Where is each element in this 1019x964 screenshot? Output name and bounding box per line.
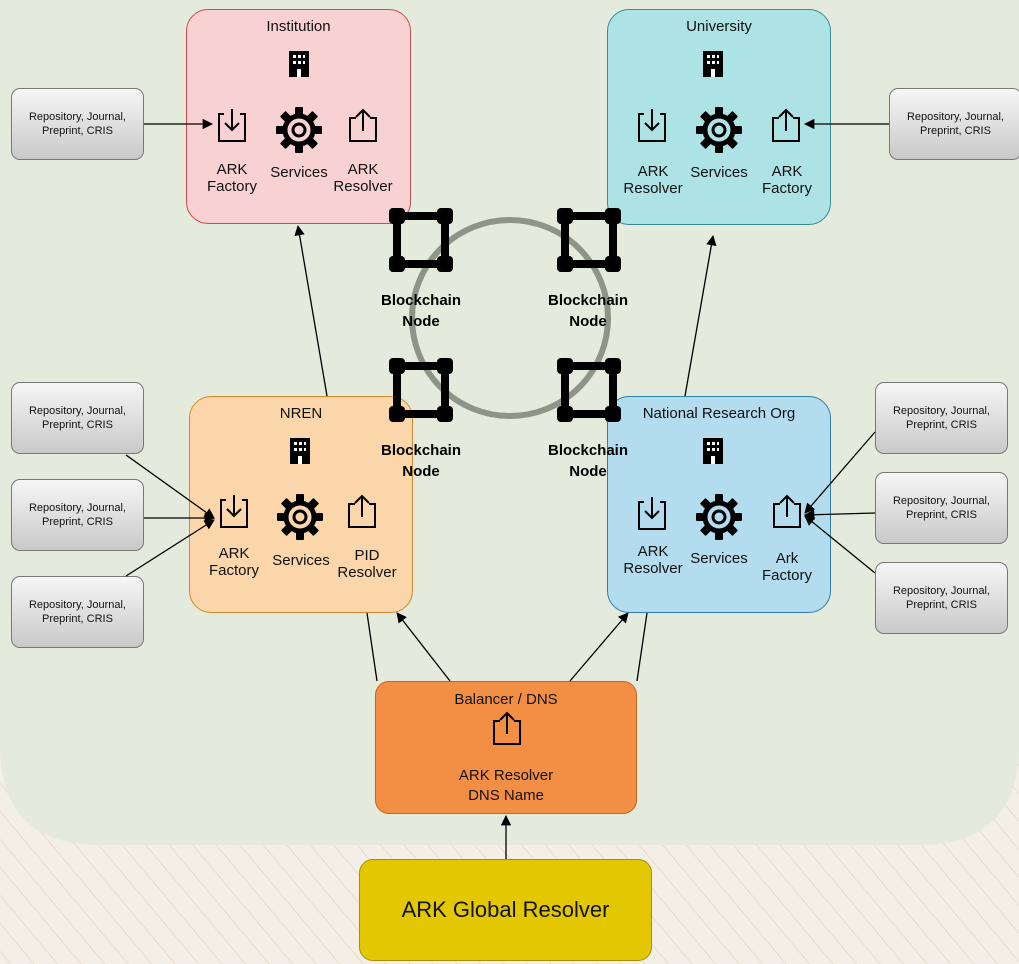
source-label: Repository, Journal, Preprint, CRIS (892, 495, 990, 521)
download-icon (638, 109, 666, 142)
blockchain-node-icon (389, 208, 453, 272)
nro-services-label: Services (690, 550, 748, 567)
blockchain-node-label: Blockchain Node (547, 292, 629, 330)
nren-title: NREN (279, 405, 323, 422)
institution-ark-factory-label: ARK Factory (206, 161, 257, 195)
gear-icon (277, 494, 323, 540)
nren-pid-resolver-label: PID Resolver (337, 547, 397, 581)
source-box-nren-3: Repository, Journal, Preprint, CRIS (11, 576, 144, 648)
blockchain-node-label: Blockchain Node (380, 442, 462, 480)
source-box-university: Repository, Journal, Preprint, CRIS (889, 88, 1019, 160)
upload-icon (493, 711, 521, 745)
upload-icon (349, 108, 377, 142)
institution-title: Institution (266, 18, 331, 35)
source-box-nro-1: Repository, Journal, Preprint, CRIS (875, 382, 1008, 454)
upload-icon (773, 494, 801, 528)
gear-icon (696, 107, 742, 153)
download-icon (218, 109, 246, 142)
source-box-nro-2: Repository, Journal, Preprint, CRIS (875, 472, 1008, 544)
building-icon (290, 438, 310, 464)
nren-box: NREN ARK Factory Services PID Resolver (189, 396, 413, 613)
building-icon (703, 438, 723, 464)
institution-ark-resolver-label: ARK Resolver (333, 161, 393, 195)
upload-icon (348, 494, 376, 528)
balancer-title: Balancer / DNS (454, 691, 558, 708)
national-research-org-box: National Research Org ARK Resolver Servi… (607, 396, 831, 613)
source-label: Repository, Journal, Preprint, CRIS (906, 111, 1004, 137)
blockchain-node-icon (389, 358, 453, 422)
ark-global-resolver-label: ARK Global Resolver (401, 897, 610, 922)
source-box-nren-2: Repository, Journal, Preprint, CRIS (11, 479, 144, 551)
balancer-ark-resolver-label: ARK Resolver DNS Name (458, 767, 554, 804)
university-box: University ARK Resolver Services ARK Fac… (607, 9, 831, 225)
university-title: University (686, 18, 752, 35)
building-icon (703, 51, 723, 77)
gear-icon (276, 107, 322, 153)
institution-services-label: Services (270, 164, 328, 181)
source-label: Repository, Journal, Preprint, CRIS (28, 502, 126, 528)
ark-global-resolver-box: ARK Global Resolver (359, 859, 652, 961)
source-label: Repository, Journal, Preprint, CRIS (28, 111, 126, 137)
balancer-dns-box: Balancer / DNS ARK Resolver DNS Name (375, 681, 637, 814)
nro-ark-factory-label: Ark Factory (761, 550, 812, 584)
upload-icon (772, 108, 800, 142)
university-ark-resolver-label: ARK Resolver (623, 163, 683, 197)
nren-services-label: Services (272, 552, 330, 569)
nro-title: National Research Org (642, 405, 796, 422)
gear-icon (696, 494, 742, 540)
university-services-label: Services (690, 164, 748, 181)
blockchain-node-label: Blockchain Node (380, 292, 462, 330)
download-icon (220, 495, 248, 528)
blockchain-node-label: Blockchain Node (547, 442, 629, 480)
download-icon (638, 497, 666, 530)
source-label: Repository, Journal, Preprint, CRIS (28, 599, 126, 625)
building-icon (289, 51, 309, 77)
source-label: Repository, Journal, Preprint, CRIS (28, 405, 126, 431)
nro-ark-resolver-label: ARK Resolver (623, 543, 683, 577)
university-ark-factory-label: ARK Factory (761, 163, 812, 197)
source-label: Repository, Journal, Preprint, CRIS (892, 585, 990, 611)
blockchain-node-icon (557, 208, 621, 272)
institution-box: Institution ARK Factory Services ARK Res… (186, 9, 411, 224)
source-box-institution: Repository, Journal, Preprint, CRIS (11, 88, 144, 160)
blockchain-node-icon (557, 358, 621, 422)
nren-ark-factory-label: ARK Factory (208, 545, 259, 579)
source-label: Repository, Journal, Preprint, CRIS (892, 405, 990, 431)
source-box-nro-3: Repository, Journal, Preprint, CRIS (875, 562, 1008, 634)
source-box-nren-1: Repository, Journal, Preprint, CRIS (11, 382, 144, 454)
